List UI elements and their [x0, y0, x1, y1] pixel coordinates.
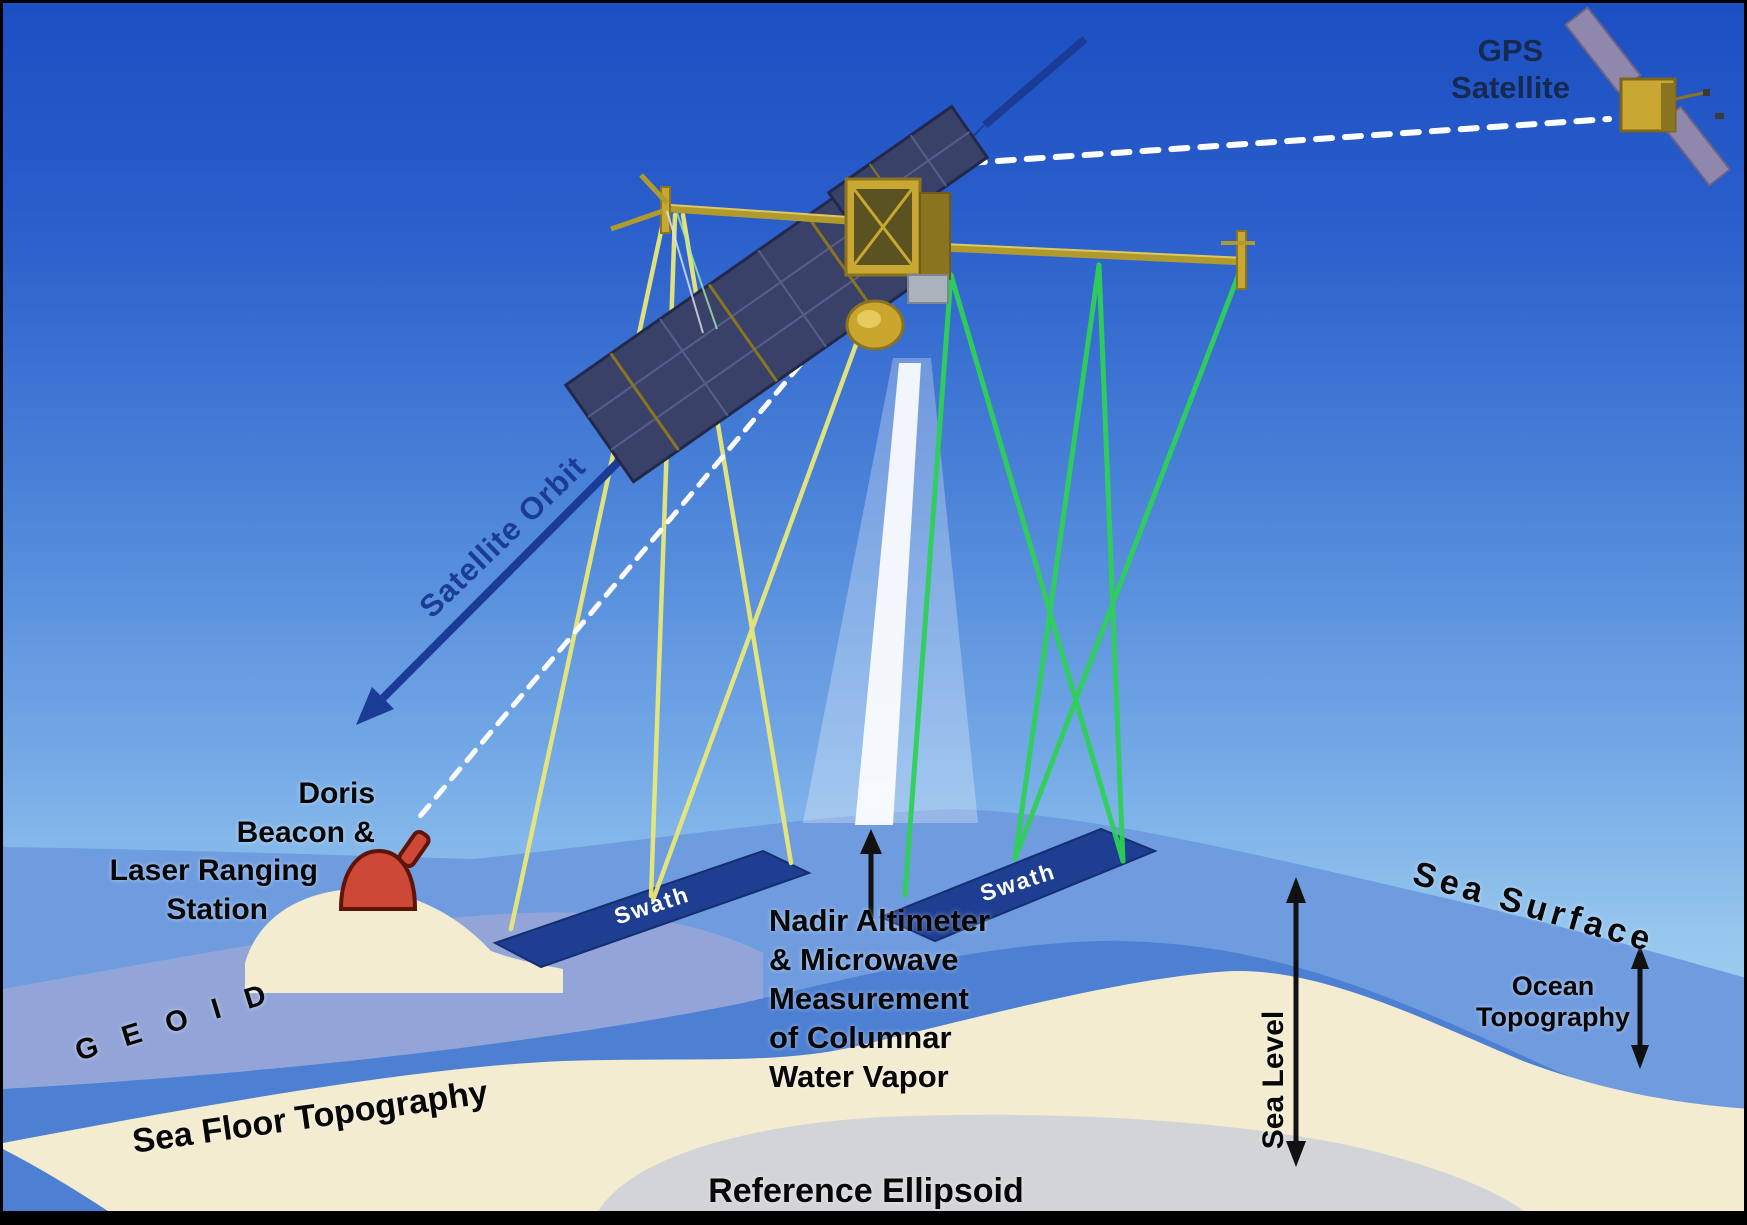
gps-link-dashed-line — [908, 116, 1612, 170]
gps-satellite-graphic — [1564, 6, 1732, 187]
solar-array-main — [563, 182, 923, 484]
ground-station-label-line4: Station — [166, 893, 268, 926]
nadir-label-line2: & Microwave — [769, 942, 959, 977]
ocean-topography-label-line2: Topography — [1476, 1002, 1630, 1032]
swath-right-patch — [878, 827, 1158, 943]
ocean-topography-label: Ocean Topography — [1423, 971, 1683, 1033]
satellite-body — [844, 177, 951, 351]
reference-ellipsoid-shape — [598, 1114, 1525, 1211]
nadir-label-line3: Measurement — [769, 981, 969, 1016]
ground-station-label-line1: Doris — [298, 777, 375, 810]
main-satellite — [563, 104, 1255, 484]
satellite-masts — [610, 173, 1255, 334]
ocean-topography-label-line1: Ocean — [1511, 971, 1595, 1001]
station-link-dashed-line — [413, 362, 803, 824]
nadir-label-line5: Water Vapor — [769, 1059, 949, 1094]
reference-ellipsoid-label: Reference Ellipsoid — [708, 1172, 1024, 1210]
gps-satellite-label-line2: Satellite — [1451, 69, 1570, 105]
sea-level-label: Sea Level — [1257, 1010, 1290, 1150]
gps-satellite-label: GPS Satellite — [1393, 33, 1628, 106]
doris-beacon — [338, 830, 431, 911]
ground-station-label-line3: Laser Ranging — [109, 854, 318, 887]
geoid-layer — [3, 912, 763, 1093]
gps-satellite-label-line1: GPS — [1477, 33, 1544, 68]
station-island-hill — [245, 888, 563, 993]
sea-level-arrow — [1286, 877, 1306, 1167]
ocean-topography-arrow — [1631, 945, 1649, 1069]
diagram-scene — [3, 6, 1744, 1211]
radar-beams-green — [902, 260, 1246, 898]
ground-station-label-line2: Beacon & — [236, 816, 375, 849]
nadir-altimeter-label: Nadir Altimeter & Microwave Measurement … — [769, 901, 990, 1096]
nadir-label-line4: of Columnar — [769, 1020, 952, 1055]
orbit-arrow-top — [959, 35, 1088, 148]
nadir-arrow — [860, 829, 882, 919]
nadir-beam — [803, 358, 978, 825]
nadir-label-line1: Nadir Altimeter — [769, 903, 991, 938]
swath-left-patch — [492, 849, 812, 969]
